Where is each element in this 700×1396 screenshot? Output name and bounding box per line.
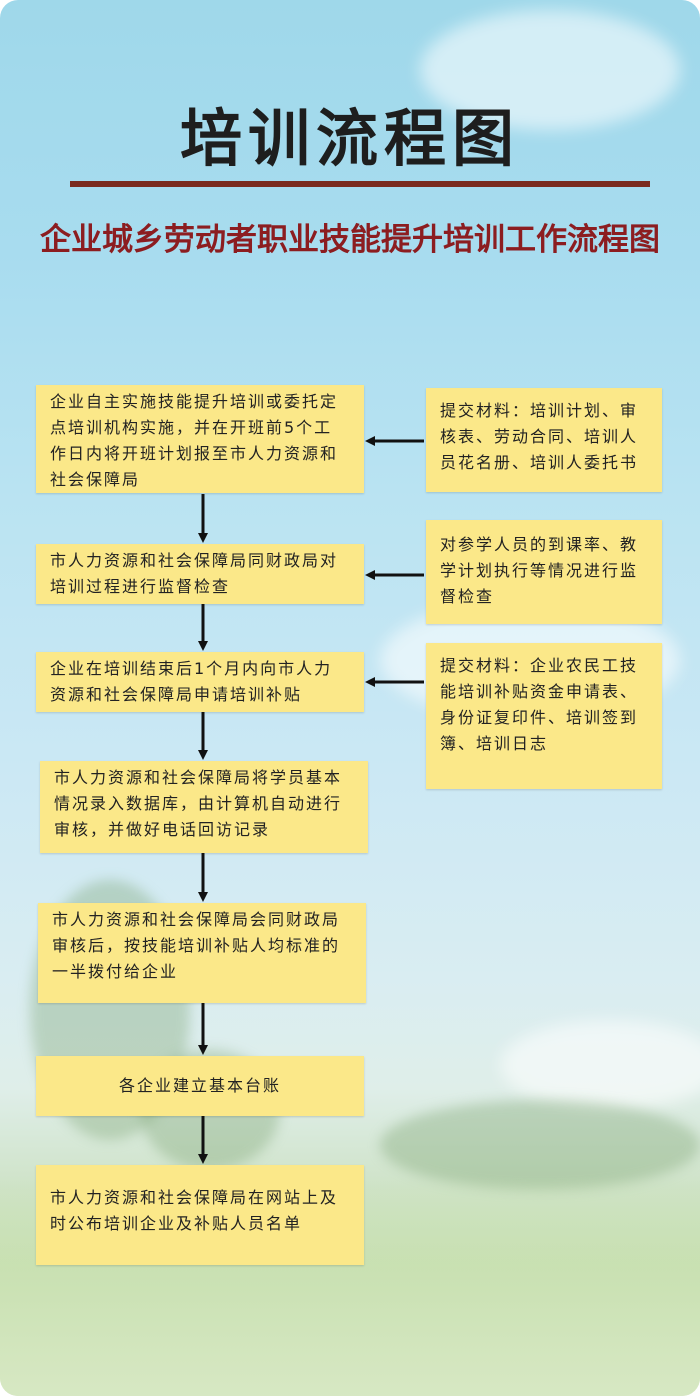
poster-background: 培训流程图 企业城乡劳动者职业技能提升培训工作流程图 企业自主实施技能提升培训或… <box>0 0 700 1396</box>
flow-arrows <box>0 0 700 1396</box>
